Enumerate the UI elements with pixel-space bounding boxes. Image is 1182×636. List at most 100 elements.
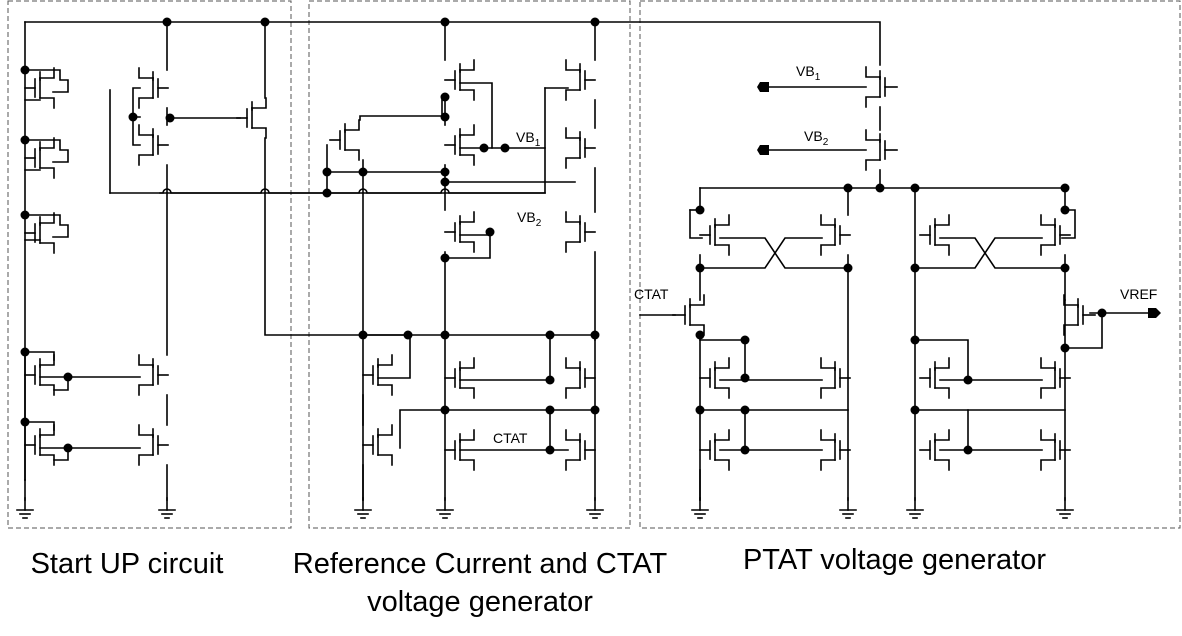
mosfet-stroke <box>820 357 836 369</box>
mosfet-stroke <box>934 387 950 399</box>
ground-symbols <box>16 497 1074 519</box>
ground-icon <box>354 497 372 519</box>
mosfet-stroke <box>1063 324 1079 336</box>
junction-dot <box>545 330 555 340</box>
mosfet <box>1040 357 1071 399</box>
mosfet <box>24 67 55 109</box>
junction-dot <box>440 167 450 177</box>
mosfet-stroke <box>39 424 55 436</box>
mosfet-stroke <box>934 459 950 471</box>
ctat-label-reference: CTAT <box>493 430 528 446</box>
ground-icon <box>158 497 176 519</box>
junction-dot <box>440 17 450 27</box>
junction-dot <box>20 135 30 145</box>
mosfet-stroke <box>1040 387 1056 399</box>
startup-section-box <box>7 0 292 529</box>
mosfet <box>138 124 169 166</box>
mosfet-stroke <box>820 387 836 399</box>
mosfet-stroke <box>39 354 55 366</box>
mosfet-stroke <box>138 354 154 366</box>
mosfet <box>1063 294 1096 336</box>
mosfet-transistors <box>24 59 1096 471</box>
ground-icon <box>906 497 924 519</box>
junction-dot <box>63 443 73 453</box>
junction-dot <box>590 17 600 27</box>
mosfet <box>24 424 55 466</box>
junction-dot <box>695 205 705 215</box>
mosfet-stroke <box>377 384 393 396</box>
schematic-wires <box>24 21 1149 501</box>
ground-icon <box>839 497 857 519</box>
mosfet-stroke <box>565 127 581 139</box>
mosfet <box>865 129 898 171</box>
mosfet-stroke <box>565 387 581 399</box>
mosfet <box>699 357 730 399</box>
junction-dot <box>963 375 973 385</box>
wire <box>362 334 411 379</box>
mosfet-stroke <box>714 357 730 369</box>
junction-dot <box>1060 263 1070 273</box>
mosfet-stroke <box>714 387 730 399</box>
startup-caption: Start UP circuit <box>30 548 224 580</box>
mosfet-stroke <box>138 124 154 136</box>
wire <box>914 237 1043 269</box>
mosfet <box>444 211 475 253</box>
wire <box>914 339 969 381</box>
wire <box>399 409 596 449</box>
mosfet <box>444 429 475 471</box>
mosfet <box>565 211 596 253</box>
junction-dot <box>20 347 30 357</box>
junction-dot <box>910 405 920 415</box>
mosfet-stroke <box>820 429 836 441</box>
mosfet-stroke <box>39 212 55 224</box>
junction-dot <box>843 183 853 193</box>
mosfet <box>138 67 169 109</box>
junction-dot <box>403 330 413 340</box>
junction-dot <box>479 143 489 153</box>
mosfet <box>362 354 393 396</box>
mosfet <box>362 424 393 466</box>
vb2-label-ptat: VB2 <box>804 128 829 148</box>
mosfet-stroke <box>39 242 55 254</box>
mosfet-stroke <box>251 97 267 109</box>
wire <box>939 237 1066 269</box>
junction-dot <box>20 417 30 427</box>
mosfet-stroke <box>138 154 154 166</box>
mosfet-stroke <box>934 429 950 441</box>
mosfet-stroke <box>865 96 881 108</box>
mosfet-stroke <box>1040 429 1056 441</box>
ground-icon <box>1056 497 1074 519</box>
mosfet-stroke <box>138 67 154 79</box>
mosfet-stroke <box>865 159 881 171</box>
junction-dot <box>500 143 510 153</box>
junction-dot <box>843 263 853 273</box>
wire <box>719 237 849 269</box>
mosfet-stroke <box>459 459 475 471</box>
wire <box>689 209 703 239</box>
mosfet <box>138 354 169 396</box>
mosfet <box>865 66 898 108</box>
junction-dot <box>440 177 450 187</box>
wire <box>132 116 141 146</box>
mosfet-stroke <box>344 119 360 131</box>
junction-dot <box>910 263 920 273</box>
junction-dot <box>440 112 450 122</box>
mosfet-stroke <box>820 214 836 226</box>
mosfet-stroke <box>39 137 55 149</box>
ptat-section-box <box>639 0 1181 529</box>
junction-dot <box>740 373 750 383</box>
junction-dot <box>695 405 705 415</box>
mosfet-stroke <box>138 454 154 466</box>
mosfet-stroke <box>138 384 154 396</box>
mosfet-stroke <box>865 66 881 78</box>
mosfet <box>565 429 596 471</box>
mosfet-stroke <box>714 429 730 441</box>
mosfet-stroke <box>459 89 475 101</box>
wire <box>359 115 446 121</box>
reference-section-box <box>308 0 631 529</box>
junction-dot <box>875 183 885 193</box>
junction-dot <box>20 65 30 75</box>
ground-icon <box>586 497 604 519</box>
mosfet-stroke <box>251 127 267 139</box>
